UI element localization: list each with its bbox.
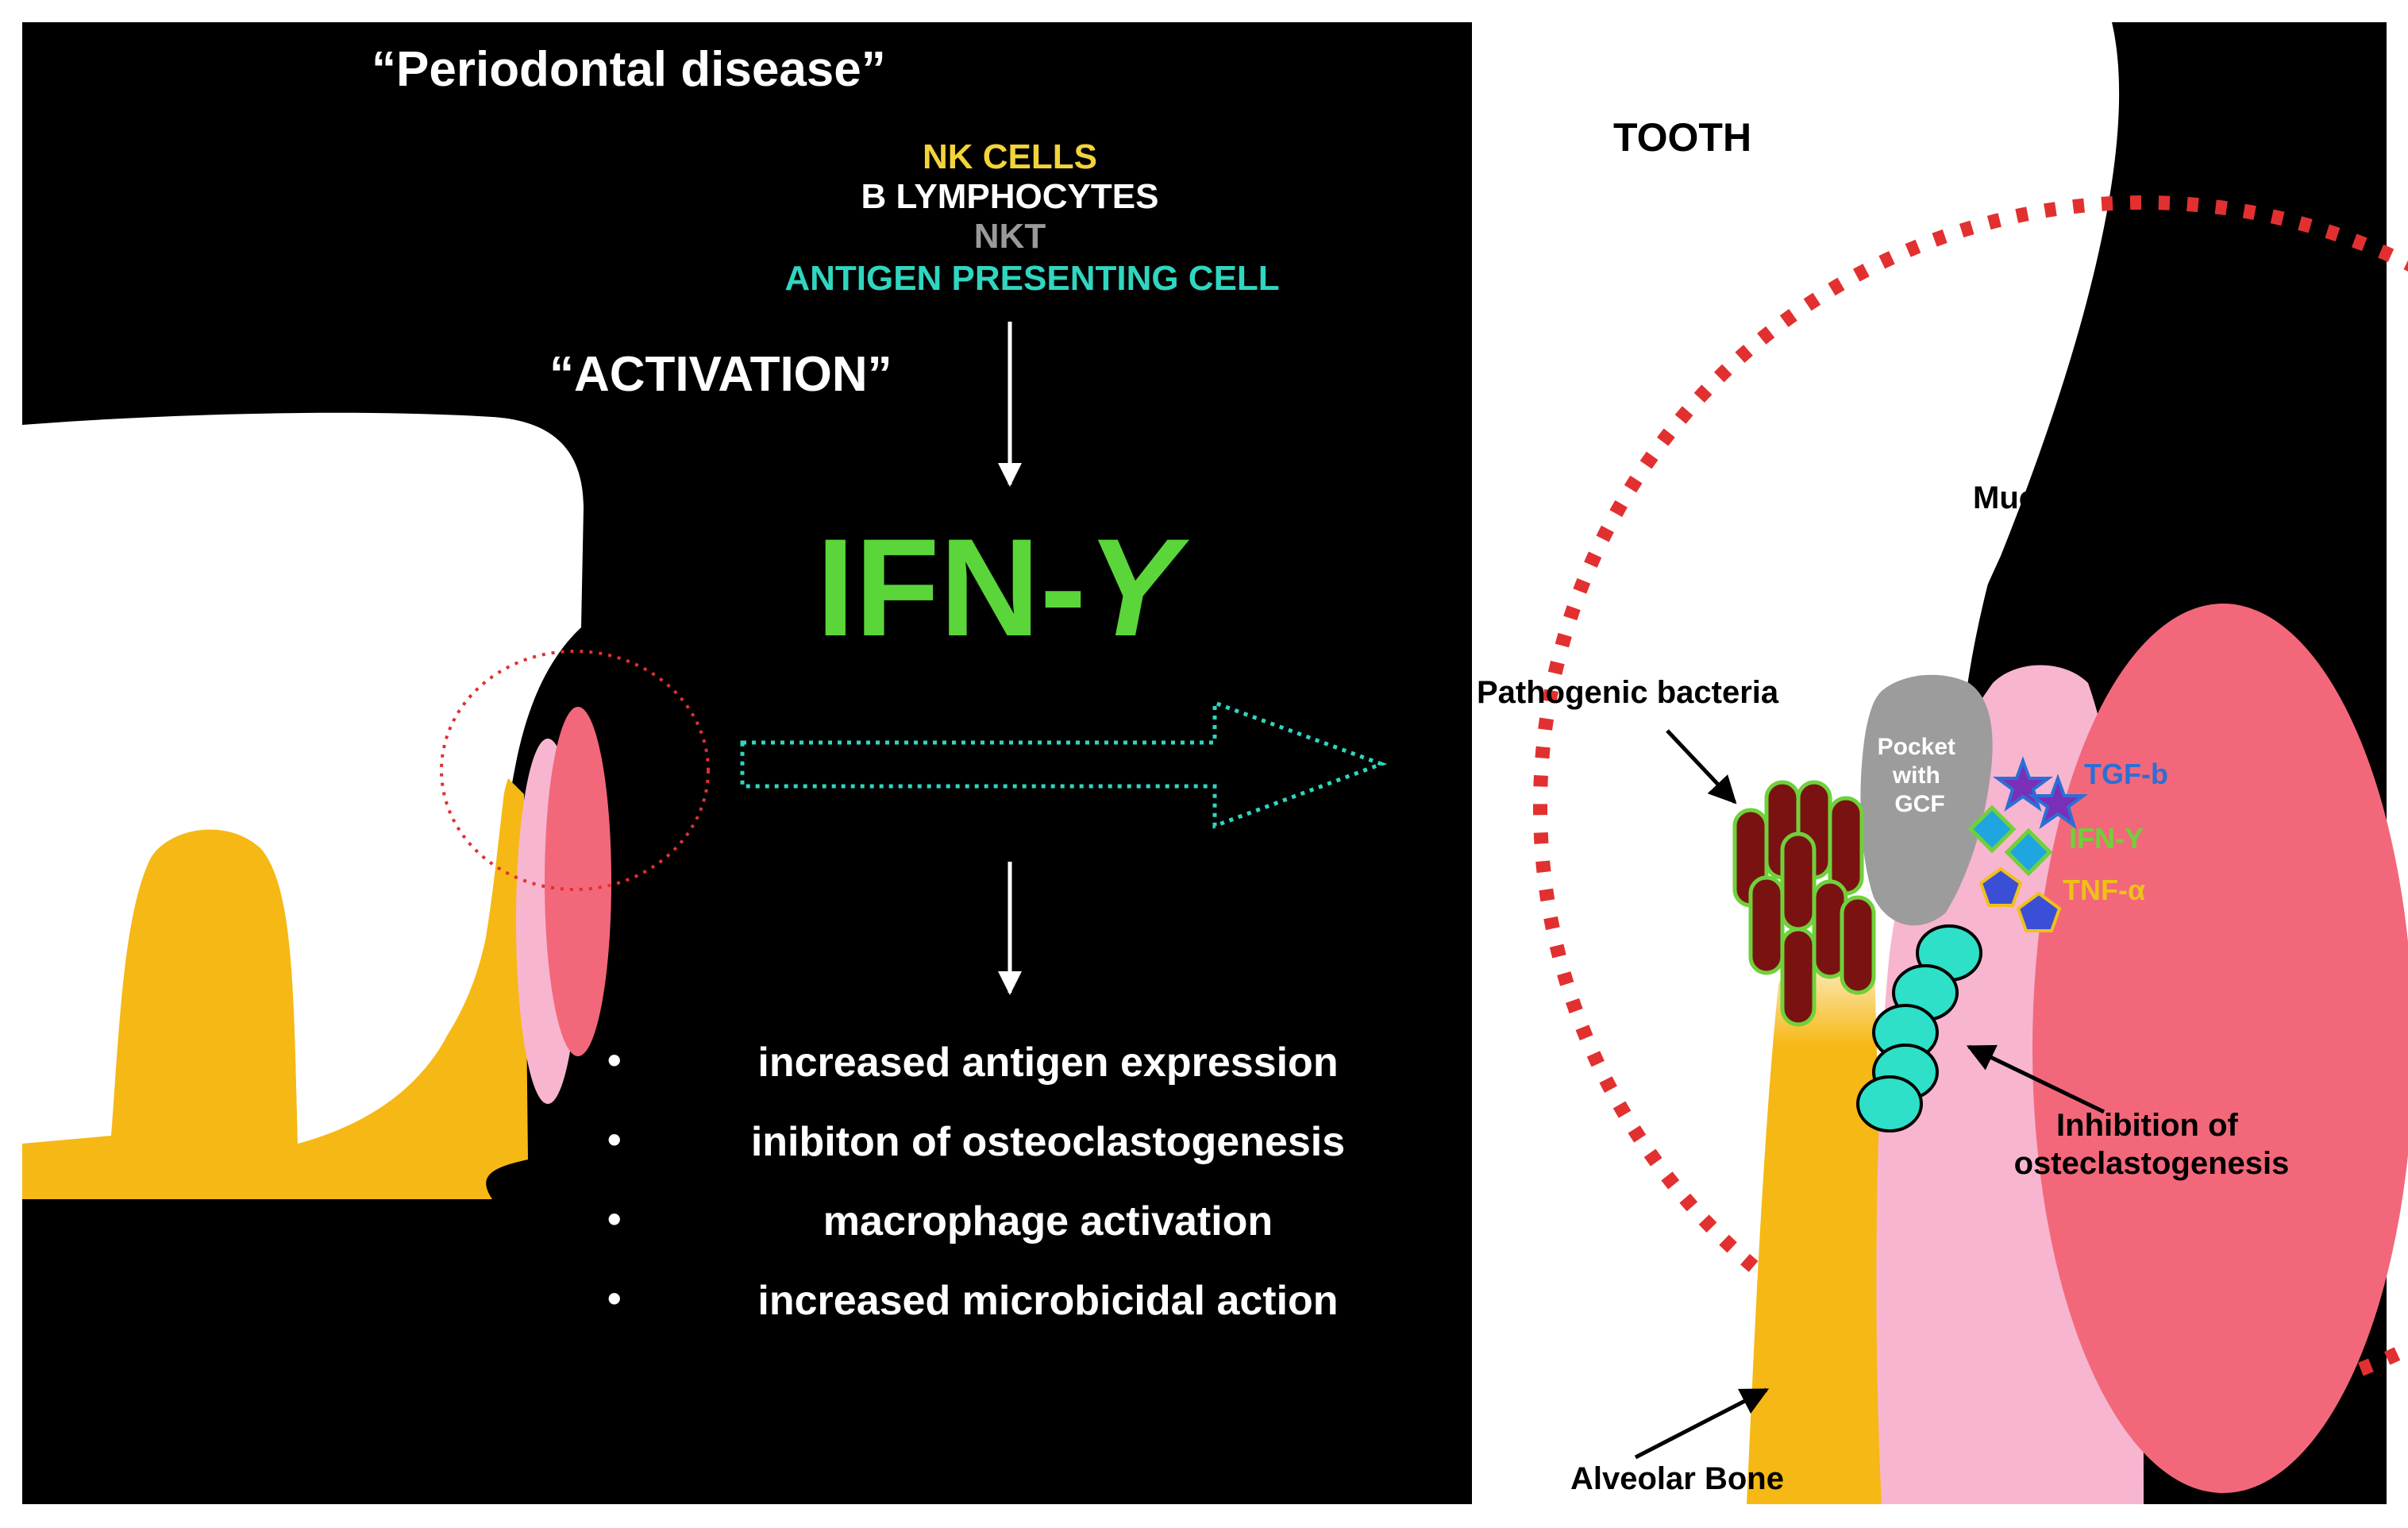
- zoom-arrow: [740, 700, 1388, 829]
- pocket-label-line: GCF: [1894, 791, 1944, 817]
- cell-nk: NK CELLS: [923, 137, 1097, 176]
- effect-bullet: •: [607, 1276, 622, 1321]
- cell-b-lymphocytes: B LYMPHOCYTES: [861, 177, 1159, 216]
- tooth-enamel: [1874, 22, 2120, 731]
- tooth-root-gap: [262, 762, 508, 1144]
- magnifier-circle: [440, 650, 710, 891]
- effect-item: increased antigen expression: [757, 1040, 1338, 1086]
- effects-list: • increased antigen expression • inibito…: [607, 1038, 1345, 1324]
- bacteria-label: Pathogenic bacteria: [1477, 675, 1779, 710]
- ifn-gamma-symbol: Y: [1086, 511, 1189, 666]
- pocket-label-line: with: [1892, 762, 1940, 789]
- osteoclast-cells: [1856, 924, 1982, 1132]
- ifn-gamma-label: IFN-Y: [816, 511, 1189, 666]
- pentagon-icon: [2016, 891, 2062, 932]
- effect-bullet: •: [607, 1038, 622, 1082]
- gingival-pocket: [1860, 674, 1993, 926]
- legend-tgf-b: TGF-b: [2084, 758, 2168, 790]
- bacteria-cluster: [1732, 780, 1876, 1027]
- bacterium: [1748, 875, 1785, 975]
- pocket-label-line: Pocket: [1878, 734, 1955, 760]
- diamond-icon: [1967, 805, 2017, 854]
- alveolar-bone-label: Alveolar Bone: [1570, 1461, 1784, 1496]
- inhibition-arrow: [1966, 1044, 2106, 1114]
- bacterium: [1780, 832, 1817, 932]
- bacterium: [1828, 796, 1864, 896]
- mucosal-epithelium-label: Mucosal epithelium: [1973, 480, 2267, 515]
- activation-label: “ACTIVATION”: [549, 347, 892, 402]
- inhibition-label-line: osteclastogenesis: [2014, 1146, 2290, 1181]
- panel-title: “Periodontal disease”: [372, 42, 886, 97]
- cytokine-icons: [1967, 756, 2089, 932]
- legend-tnf-a: TNF-α: [2063, 874, 2145, 906]
- cell-apc: ANTIGEN PRESENTING CELL: [784, 259, 1279, 298]
- effect-bullet: •: [607, 1117, 622, 1162]
- effect-item: macrophage activation: [823, 1198, 1273, 1244]
- left-panel: “Periodontal disease” NK CELLS B LYMPHOC…: [22, 22, 1472, 1504]
- inhibition-label-line: Inhibition of: [2056, 1108, 2238, 1143]
- ifn-prefix: IFN-: [816, 511, 1086, 666]
- right-panel: Pocket with GCF: [1474, 22, 2408, 1504]
- gingiva-red: [545, 707, 611, 1056]
- cell: [1856, 1075, 1923, 1132]
- pentagon-icon: [1978, 866, 2023, 907]
- inhibition-label: Inhibition of osteclastogenesis: [2014, 1108, 2290, 1181]
- legend-ifn-y: IFN-Y: [2069, 822, 2144, 855]
- bone-arrow: [1634, 1387, 1770, 1460]
- tooth-label: TOOTH: [1613, 115, 1751, 160]
- bacteria-arrow: [1666, 729, 1737, 805]
- mucosal-arrow: [2050, 527, 2130, 666]
- cell-nkt: NKT: [974, 217, 1046, 256]
- alveolar-bone-strip: [1747, 931, 1890, 1504]
- effect-bullet: •: [607, 1197, 622, 1241]
- pocket-label: Pocket with GCF: [1878, 734, 1963, 817]
- bacterium: [1780, 927, 1817, 1027]
- alveolar-bone: [22, 778, 528, 1199]
- bacterium: [1840, 895, 1876, 995]
- diamond-icon: [2004, 828, 2053, 877]
- star-icon: [2027, 774, 2089, 829]
- star-icon: [1992, 756, 2054, 812]
- effect-item: increased microbicidal action: [757, 1278, 1338, 1324]
- effect-item: inibiton of osteoclastogenesis: [751, 1119, 1345, 1165]
- gingiva-red: [2032, 604, 2408, 1493]
